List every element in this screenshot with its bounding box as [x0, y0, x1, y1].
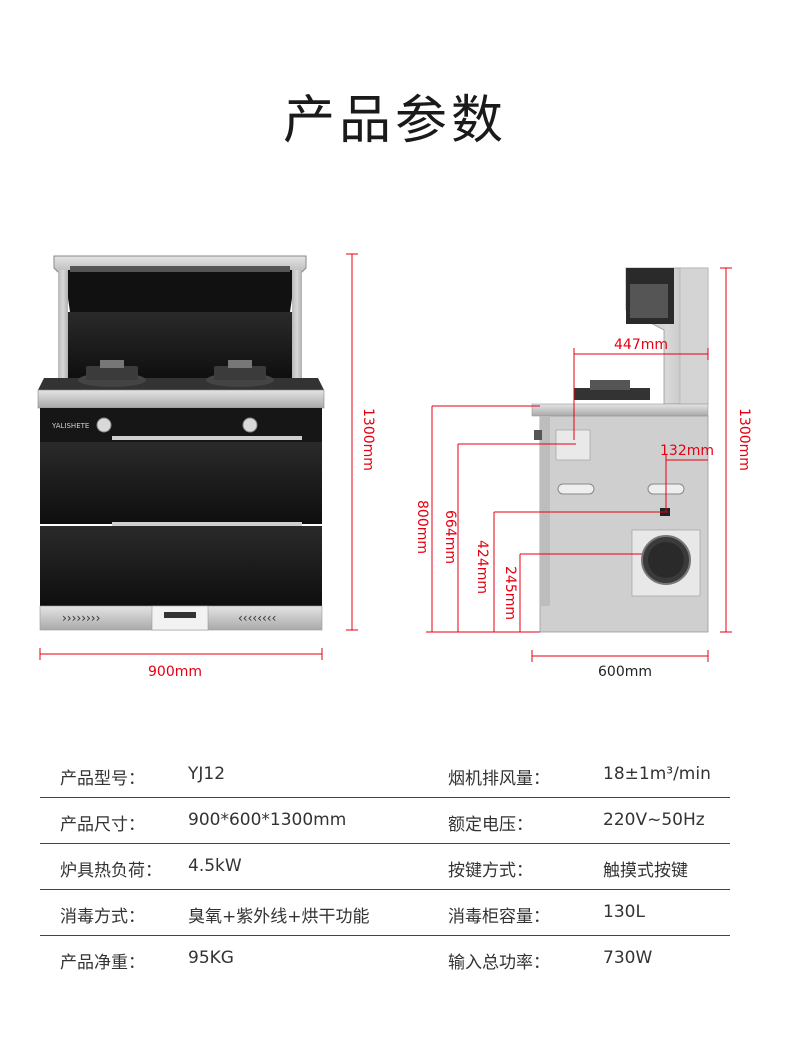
side-view	[531, 267, 709, 633]
spec-value: 900*600*1300mm	[188, 810, 347, 830]
spec-row: 产品尺寸： 900*600*1300mm 额定电压： 220V~50Hz	[40, 798, 730, 844]
side-width-label: 600mm	[598, 664, 652, 680]
spec-value: 4.5kW	[188, 856, 242, 876]
spec-label: 按键方式：	[448, 861, 533, 881]
spec-value: 730W	[603, 948, 653, 968]
spec-label: 产品尺寸：	[60, 815, 145, 835]
spec-table: 产品型号： YJ12 烟机排风量： 18±1m³/min 产品尺寸： 900*6…	[40, 752, 730, 982]
side-height-label: 1300mm	[736, 408, 752, 471]
brand-mark: YALISHETE	[51, 422, 89, 430]
spec-value: YJ12	[188, 764, 226, 784]
spec-value: 130L	[603, 902, 645, 922]
spec-row: 消毒方式： 臭氧+紫外线+烘干功能 消毒柜容量： 130L	[40, 890, 730, 936]
depth-447-label: 447mm	[614, 337, 668, 353]
spec-row: 产品净重： 95KG 输入总功率： 730W	[40, 936, 730, 982]
burner-right	[206, 360, 274, 387]
svg-text:‹‹‹‹‹‹‹‹: ‹‹‹‹‹‹‹‹	[238, 611, 276, 625]
spec-value: 触摸式按键	[603, 861, 688, 881]
spec-value: 臭氧+紫外线+烘干功能	[188, 907, 370, 927]
spec-label: 烟机排风量：	[448, 769, 550, 789]
front-width-label: 900mm	[148, 664, 202, 680]
height-245-label: 245mm	[502, 566, 518, 620]
burner-left	[78, 360, 146, 387]
spec-label: 消毒方式：	[60, 907, 145, 927]
height-664-label: 664mm	[442, 510, 458, 564]
spec-label: 消毒柜容量：	[448, 907, 550, 927]
spec-row: 炉具热负荷： 4.5kW 按键方式： 触摸式按键	[40, 844, 730, 890]
page-title: 产品参数	[282, 91, 507, 151]
spec-value: 220V~50Hz	[603, 810, 705, 830]
spec-label: 额定电压：	[448, 815, 533, 835]
front-height-label: 1300mm	[360, 408, 376, 471]
spec-value: 18±1m³/min	[603, 764, 711, 784]
product-diagram: YALISHETE ›››››››› ‹‹‹‹‹‹‹‹	[37, 253, 752, 680]
front-dimension-lines	[39, 253, 358, 660]
height-424-label: 424mm	[474, 540, 490, 594]
spec-label: 产品型号：	[60, 769, 145, 789]
spec-label: 炉具热负荷：	[60, 861, 162, 881]
front-view: YALISHETE ›››››››› ‹‹‹‹‹‹‹‹	[37, 255, 325, 631]
depth-132-label: 132mm	[660, 443, 714, 459]
spec-value: 95KG	[188, 948, 234, 968]
spec-label: 产品净重：	[60, 953, 145, 973]
product-drawing: YALISHETE ›››››››› ‹‹‹‹‹‹‹‹	[37, 253, 732, 662]
svg-text:››››››››: ››››››››	[62, 611, 100, 625]
spec-row: 产品型号： YJ12 烟机排风量： 18±1m³/min	[40, 752, 730, 798]
spec-label: 输入总功率：	[448, 953, 550, 973]
side-dimension-lines	[426, 267, 732, 662]
height-800-label: 800mm	[414, 500, 430, 554]
